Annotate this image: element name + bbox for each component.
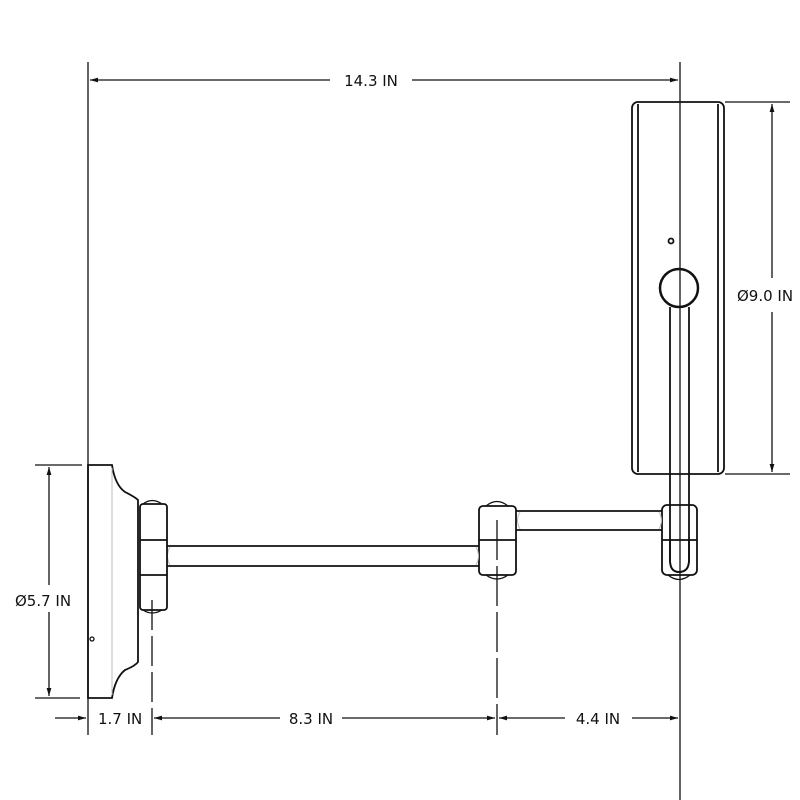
base-screw	[89, 636, 95, 642]
mirror-pivot	[658, 267, 700, 309]
wall-base-plate	[87, 464, 139, 699]
dimension-overall-width: 14.3 IN	[90, 72, 678, 90]
mirror-diameter-label: Ø9.0 IN	[737, 287, 793, 305]
upper-arm	[516, 510, 662, 531]
base-diameter-label: Ø5.7 IN	[15, 592, 71, 610]
dimension-base-diameter: Ø5.7 IN	[15, 467, 71, 696]
middle-joint	[478, 500, 517, 580]
mirror-screw	[667, 237, 675, 245]
dimension-mirror-diameter: Ø9.0 IN	[737, 104, 793, 472]
wall-hinge	[139, 499, 168, 614]
overall-width-label: 14.3 IN	[344, 72, 398, 90]
mirror-head	[631, 101, 725, 475]
arm-1-label: 8.3 IN	[289, 710, 333, 728]
lower-arm	[167, 545, 479, 567]
extension-lines	[35, 62, 790, 800]
dimension-bottom-chain: 1.7 IN 8.3 IN 4.4 IN	[55, 710, 678, 728]
base-depth-label: 1.7 IN	[98, 710, 142, 728]
arm-2-label: 4.4 IN	[576, 710, 620, 728]
right-joint	[661, 504, 698, 581]
